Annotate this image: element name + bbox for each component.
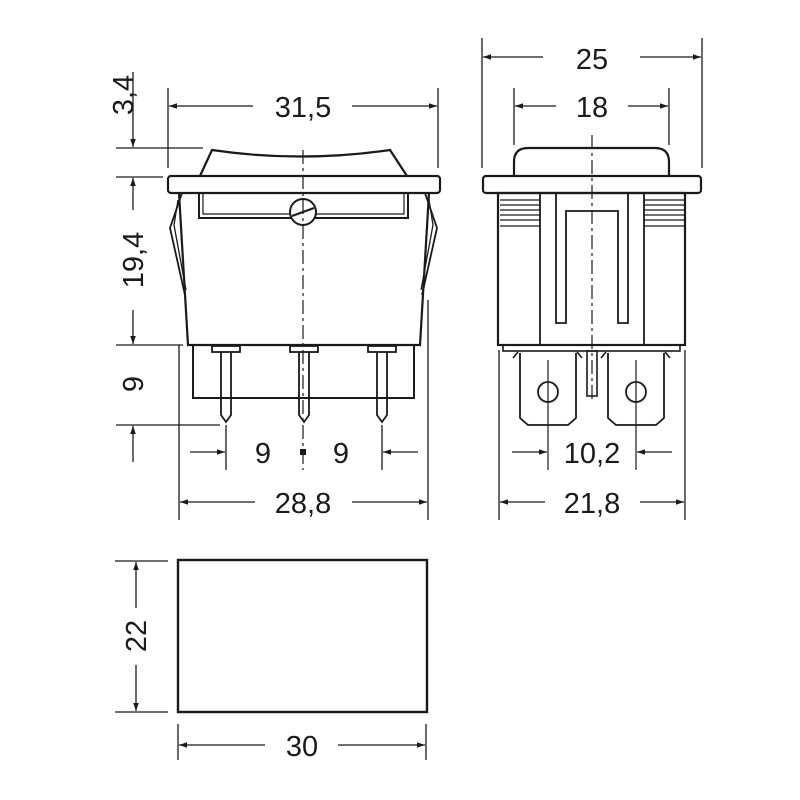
dim-terminal-spacing: 10,2 — [564, 438, 620, 470]
dim-cutout-width: 30 — [286, 731, 318, 763]
dim-side-body-width: 21,8 — [564, 488, 620, 520]
dim-side-overall-width: 25 — [576, 44, 608, 76]
dim-front-body-width: 28,8 — [275, 488, 331, 520]
clip-left — [169, 192, 186, 296]
dim-pin-pitch-left: 9 — [255, 438, 271, 470]
pins — [211, 345, 397, 424]
bezel-flange — [166, 174, 442, 195]
dim-terminal-length: 9 — [118, 376, 150, 392]
dim-front-overall-width: 31,5 — [275, 92, 331, 124]
panel-cutout-view: 22 30 — [115, 558, 429, 763]
dim-rocker-width: 18 — [576, 92, 608, 124]
dim-cutout-height: 22 — [121, 620, 153, 652]
switch-body — [177, 192, 431, 347]
panel-cutout — [176, 558, 429, 714]
dim-body-height: 19,4 — [118, 232, 150, 288]
dim-rocker-height: 3,4 — [108, 75, 140, 115]
rocker-button — [199, 148, 408, 177]
front-view: 31,5 3,4 19,4 9 9 9 28,8 — [108, 72, 442, 520]
dim-pin-pitch-right: 9 — [333, 438, 349, 470]
side-view: 25 18 10,2 21,8 — [481, 38, 703, 520]
